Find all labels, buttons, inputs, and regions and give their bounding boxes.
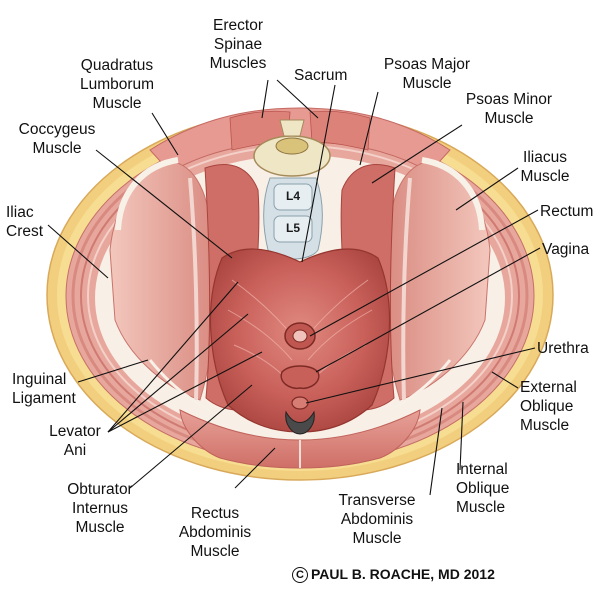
leader-psoas-minor	[371, 124, 463, 184]
spinal-canal	[275, 137, 309, 155]
leader-rectum	[309, 209, 539, 337]
label-levator-ani: Levator Ani	[49, 423, 101, 459]
label-psoas-major: Psoas Major Muscle	[383, 56, 471, 92]
label-l4: L4	[286, 189, 301, 203]
leader-obturator	[129, 384, 253, 489]
label-erector-spinae: Erector Spinae Muscles	[209, 17, 267, 72]
leader-transverse	[429, 407, 443, 496]
leader-internal-oblique	[459, 401, 464, 471]
rectus-abdominis-region	[179, 409, 421, 469]
leader-external-oblique	[491, 371, 519, 389]
leader-inguinal	[77, 359, 149, 383]
leader-psoas-major	[359, 91, 379, 166]
leader-coccygeus	[95, 149, 233, 259]
iliac-crest-right	[421, 157, 485, 231]
leader-iliacus	[455, 167, 519, 211]
pubic-symphysis	[285, 410, 315, 435]
leader-erector-right	[276, 79, 319, 119]
label-iliac-crest: Iliac Crest	[6, 204, 44, 240]
leader-levator-1	[107, 281, 239, 433]
label-inguinal-ligament: Inguinal Ligament	[12, 371, 76, 407]
label-l5: L5	[286, 221, 301, 235]
copyright-symbol: C	[292, 567, 308, 583]
vertebra-l5	[273, 215, 313, 243]
label-psoas-minor: Psoas Minor Muscle	[465, 91, 553, 127]
leader-sacrum	[301, 84, 336, 263]
vertebra-l4	[273, 183, 313, 211]
label-rectum: Rectum	[540, 203, 594, 220]
leader-vagina	[315, 247, 541, 373]
label-rectus-abdominis: Rectus Abdominis Muscle	[178, 505, 252, 560]
label-obturator-internus: Obturator Internus Muscle	[67, 481, 133, 536]
label-sacrum: Sacrum	[294, 67, 348, 84]
leader-urethra	[305, 347, 536, 404]
spinous-process	[279, 119, 305, 137]
label-transverse-abdominis: Transverse Abdominis Muscle	[338, 492, 416, 547]
leader-levator-2	[107, 313, 249, 433]
inguinal-ligament-right	[389, 359, 452, 412]
rectum-lumen	[292, 329, 308, 343]
leader-lines	[47, 79, 541, 496]
leader-levator-3	[107, 351, 263, 433]
label-coccygeus: Coccygeus Muscle	[18, 121, 96, 157]
label-internal-oblique: Internal Oblique Muscle	[456, 461, 510, 516]
leader-rectus	[234, 447, 276, 489]
leader-quadratus	[151, 112, 179, 156]
vagina	[280, 365, 320, 390]
urethra	[291, 396, 309, 410]
copyright-text: PAUL B. ROACHE, MD 2012	[311, 566, 495, 582]
label-vagina: Vagina	[542, 241, 590, 258]
label-iliacus: Iliacus Muscle	[520, 149, 570, 185]
label-external-oblique: External Oblique Muscle	[520, 379, 577, 434]
label-quadratus-lumborum: Quadratus Lumborum Muscle	[79, 57, 155, 112]
leader-iliac-crest	[47, 224, 109, 279]
psoas-minor-right	[401, 177, 412, 401]
inguinal-ligament-left	[148, 359, 211, 412]
psoas-minor-left	[188, 177, 199, 401]
label-urethra: Urethra	[537, 340, 589, 357]
leader-erector-left	[261, 79, 269, 119]
